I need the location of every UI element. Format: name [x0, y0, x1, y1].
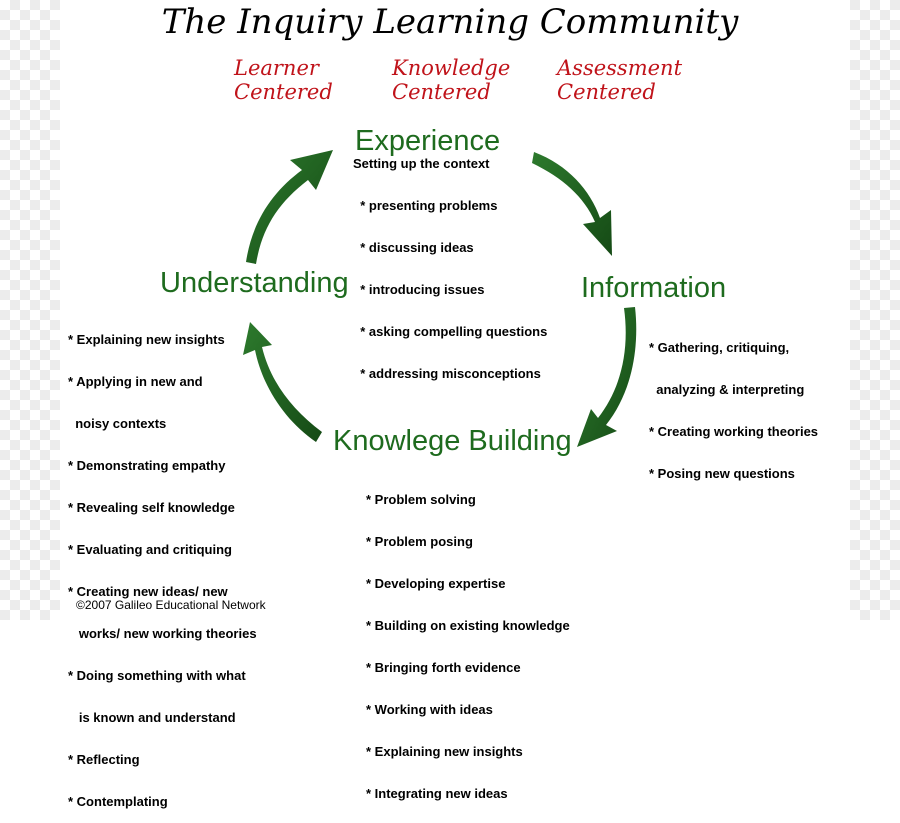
experience-details: Setting up the context * presenting prob…: [353, 157, 547, 409]
list-item: works/ new working theories: [68, 626, 257, 641]
list-item: * Integrating new ideas: [366, 786, 508, 801]
list-item: * Contemplating: [68, 794, 168, 809]
learner-centered-label: Learner Centered: [234, 56, 333, 104]
arrow-knowledge-to-understanding-icon: [243, 322, 322, 442]
list-item: * presenting problems: [353, 198, 498, 213]
stage-knowledge-building-title: Knowlege Building: [333, 425, 572, 457]
list-item: * Creating working theories: [649, 424, 819, 439]
list-item: * Problem posing: [366, 534, 473, 549]
arrow-understanding-to-experience-icon: [246, 150, 333, 264]
list-item: * Posing new questions: [649, 466, 795, 481]
list-item: * Explaining new insights: [366, 744, 523, 759]
stage-understanding-title: Understanding: [160, 267, 349, 299]
assessment-centered-label: Assessment Centered: [557, 56, 682, 104]
knowledge-building-list: * Problem solving * Problem posing * Dev…: [366, 465, 570, 815]
list-item: * Developing expertise: [366, 576, 506, 591]
list-item: * discussing ideas: [353, 240, 474, 255]
assessment-centered-line2: Centered: [557, 80, 656, 104]
list-item: * Doing something with what: [68, 668, 246, 683]
diagram-panel: [60, 0, 850, 620]
diagram-title: The Inquiry Learning Community: [161, 2, 739, 42]
knowledge-centered-label: Knowledge Centered: [392, 56, 510, 104]
experience-list: * presenting problems * discussing ideas…: [353, 171, 547, 409]
list-item: * introducing issues: [353, 282, 485, 297]
list-item: * Building on existing knowledge: [366, 618, 570, 633]
list-item: is known and understand: [68, 710, 236, 725]
assessment-centered-line1: Assessment: [557, 56, 683, 80]
arrow-experience-to-information-icon: [532, 152, 612, 256]
knowledge-centered-line1: Knowledge: [392, 56, 511, 80]
list-item: * addressing misconceptions: [353, 366, 541, 381]
list-item: * Working with ideas: [366, 702, 493, 717]
list-item: noisy contexts: [68, 416, 167, 431]
information-list: * Gathering, critiquing, analyzing & int…: [649, 313, 818, 495]
list-item: * Bringing forth evidence: [366, 660, 521, 675]
list-item: * Creating new ideas/ new: [68, 584, 228, 599]
list-item: * asking compelling questions: [353, 324, 548, 339]
experience-intro: Setting up the context: [353, 156, 490, 171]
list-item: * Explaining new insights: [68, 332, 225, 347]
understanding-list: * Explaining new insights * Applying in …: [68, 305, 257, 823]
list-item: * Reflecting: [68, 752, 140, 767]
learner-centered-line2: Centered: [234, 80, 333, 104]
stage-information-title: Information: [581, 272, 727, 304]
list-item: * Applying in new and: [68, 374, 203, 389]
list-item: analyzing & interpreting: [649, 382, 805, 397]
learner-centered-line1: Learner: [234, 56, 319, 80]
list-item: * Demonstrating empathy: [68, 458, 226, 473]
cycle-arrows: [243, 150, 637, 447]
list-item: * Gathering, critiquing,: [649, 340, 790, 355]
copyright-notice: ©2007 Galileo Educational Network: [76, 598, 266, 612]
list-item: * Evaluating and critiquing: [68, 542, 232, 557]
arrow-information-to-knowledge-icon: [577, 307, 637, 447]
list-item: * Problem solving: [366, 492, 476, 507]
stage-experience-title: Experience: [355, 125, 501, 157]
list-item: * Revealing self knowledge: [68, 500, 235, 515]
knowledge-centered-line2: Centered: [392, 80, 491, 104]
